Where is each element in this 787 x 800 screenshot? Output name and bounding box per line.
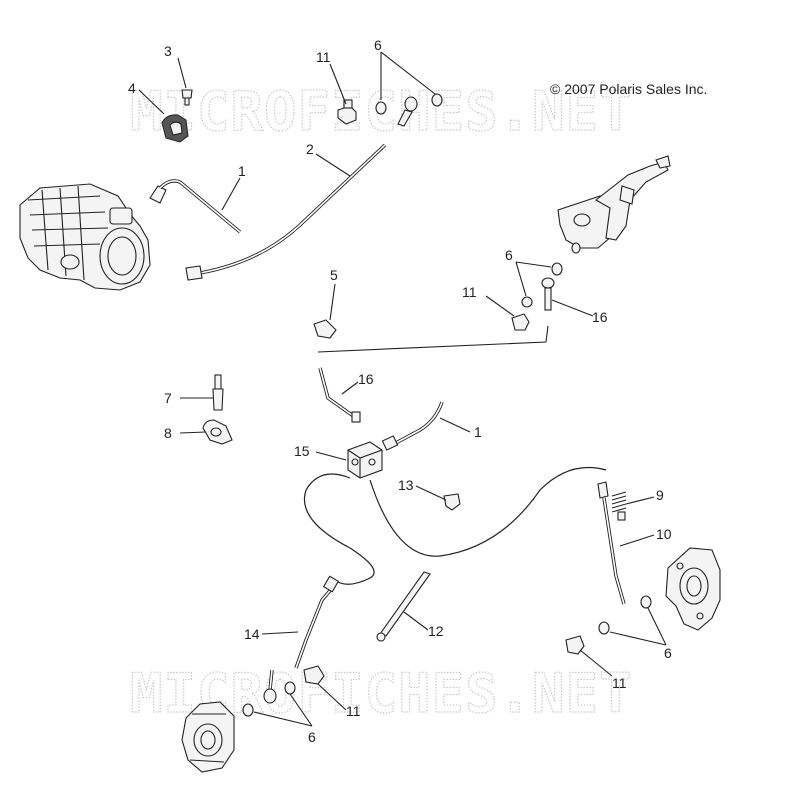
- caliper-rear-right: [665, 547, 721, 631]
- left-hose: [303, 473, 375, 585]
- rear-hose: [369, 466, 607, 557]
- washer-6-right-a: [598, 621, 610, 635]
- brake-line-1-mid: [381, 401, 444, 451]
- banjo-fitting-bottom: [263, 669, 277, 704]
- clamp-part-8: [202, 419, 233, 445]
- callout-label: 11: [612, 675, 627, 691]
- washer-6-bottom-b: [284, 681, 296, 695]
- callout-label: 16: [592, 309, 608, 325]
- banjo-bolt-part-11-top: [337, 99, 357, 125]
- callout-label: 6: [374, 37, 382, 53]
- spring-part-9: [611, 491, 627, 521]
- caliper-front-left: [19, 183, 151, 291]
- callout-label: 16: [358, 371, 374, 387]
- callout-label: 9: [656, 487, 664, 503]
- caliper-rear-left: [181, 701, 235, 773]
- callout-label: 6: [308, 729, 316, 745]
- banjo-bolt-part-11-bottom: [303, 665, 325, 685]
- callout-label: 13: [398, 477, 414, 493]
- fitting-part-16-lower: [318, 367, 361, 423]
- fitting-part-16-upper: [541, 277, 555, 311]
- bracket-line: [317, 325, 549, 353]
- callout-label: 7: [164, 390, 172, 406]
- brake-hose-2: [185, 143, 387, 281]
- master-cylinder: [557, 155, 671, 254]
- washer-6-bottom-a: [242, 703, 254, 717]
- brake-line-1-top: [149, 179, 242, 234]
- callout-leaders: [138, 51, 667, 727]
- callout-label: 14: [244, 626, 260, 642]
- bleeder-part-7: [212, 374, 224, 411]
- hose-part-10: [597, 481, 626, 605]
- bolt-part-13: [443, 493, 461, 511]
- washer-6-right-b: [640, 595, 652, 609]
- clip-part-4: [161, 114, 189, 143]
- callout-label: 6: [505, 247, 513, 263]
- washer-6-top-b: [431, 93, 443, 107]
- banjo-fitting-top: [397, 96, 418, 127]
- callout-label: 11: [316, 49, 331, 65]
- callout-label: 11: [346, 703, 361, 719]
- junction-block-15: [347, 441, 383, 479]
- washer-6-top-a: [375, 101, 387, 115]
- callout-label: 10: [656, 526, 672, 542]
- callout-label: 8: [164, 425, 172, 441]
- banjo-bolt-part-11-mid: [511, 313, 530, 331]
- callout-label: 1: [474, 424, 482, 440]
- callout-label: 5: [330, 267, 338, 283]
- callout-label: 2: [306, 141, 314, 157]
- callout-label: 12: [428, 623, 444, 639]
- callout-labels: 3 4 11 6 1 2 5 6 11 16 16 7 8 1 15 13 9 …: [128, 37, 672, 745]
- banjo-bolt-part-11-right: [565, 635, 585, 655]
- callout-label: 15: [294, 443, 310, 459]
- callout-label: 4: [128, 80, 136, 96]
- callout-label: 11: [462, 284, 477, 300]
- callout-label: 1: [238, 163, 246, 179]
- washer-6-mid-b: [521, 296, 533, 308]
- copyright-text: © 2007 Polaris Sales Inc.: [550, 81, 707, 97]
- washer-6-mid-a: [551, 262, 563, 276]
- callout-label: 3: [164, 43, 172, 59]
- hose-part-14: [294, 575, 340, 669]
- bolt-part-3: [181, 89, 193, 106]
- callout-label: 6: [664, 645, 672, 661]
- tie-strap-part-12: [376, 571, 431, 642]
- fitting-part-5: [313, 319, 337, 339]
